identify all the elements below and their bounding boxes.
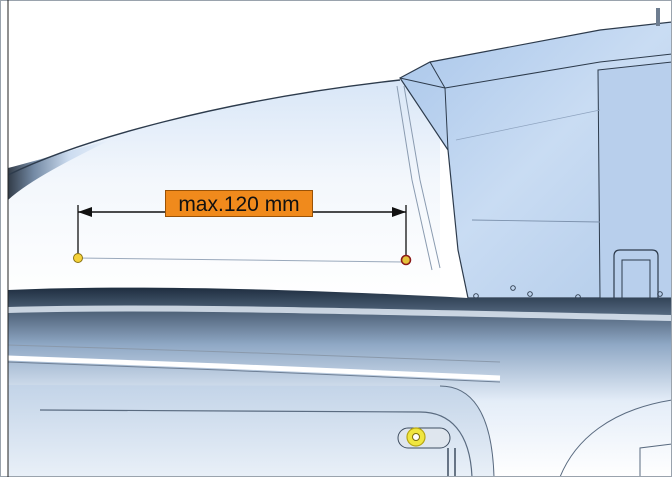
lower-panel-curve — [439, 385, 495, 477]
dimension-arrow-right — [392, 207, 406, 217]
step-handle-inner — [621, 259, 651, 298]
highlight-band — [7, 305, 672, 321]
rivet — [657, 291, 663, 297]
rivet — [527, 291, 533, 297]
panel-top-edge — [444, 53, 672, 89]
rivet — [510, 285, 516, 291]
panel-seam — [471, 219, 601, 223]
start-point-marker — [73, 253, 83, 263]
wing-curve — [559, 399, 672, 477]
canopy-frame-line — [396, 85, 433, 271]
antenna — [656, 8, 660, 26]
hull-highlight — [7, 355, 501, 381]
panel-seam-2 — [455, 109, 601, 141]
hull-line-2 — [7, 361, 501, 383]
lower-panel-line — [39, 409, 473, 477]
nose-shading — [8, 140, 110, 200]
sill-line — [77, 257, 405, 263]
canopy-outline — [7, 79, 401, 176]
hull-line — [7, 344, 501, 363]
end-point-marker — [400, 254, 412, 266]
panel-front-edge — [399, 77, 446, 89]
lower-fuselage — [8, 385, 494, 477]
access-door — [597, 61, 672, 299]
wing-panel-line — [639, 443, 672, 477]
canopy-frame-line-2 — [403, 85, 441, 269]
dimension-arrow-left — [78, 207, 92, 217]
dimension-label: max.120 mm — [165, 190, 313, 217]
step-handle — [613, 249, 659, 298]
fastener-point-center — [412, 433, 420, 441]
